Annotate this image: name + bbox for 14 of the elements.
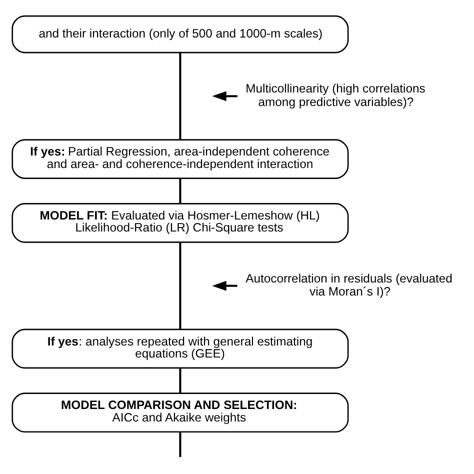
node-box: MODEL COMPARISON AND SELECTION: AICc and Akaike weights — [12, 392, 349, 433]
connector — [179, 432, 182, 458]
connector — [179, 178, 182, 204]
node-text: Autocorrelation in residuals (evaluated via Moran´s I)? — [246, 271, 452, 299]
node-text: Multicollinearity (high correlations among predictive variables)? — [246, 82, 426, 109]
node-box: If yes: Partial Regression, area-independent coherence and area- and coherence-independent interaction — [12, 139, 349, 179]
arrow — [212, 280, 238, 291]
connector — [179, 242, 182, 330]
node-box: MODEL FIT: Evaluated via Hosmer-Lemeshow (HL) Likelihood-Ratio (LR) Chi-Square tests — [12, 203, 349, 243]
arrow — [212, 91, 238, 102]
node-box: If yes: analyses repeated with general estimating equations (GEE) — [12, 328, 349, 369]
connector — [179, 368, 182, 394]
connector — [179, 52, 182, 140]
node-box: and their interaction (only of 500 and 1000-m scales) — [12, 15, 349, 54]
